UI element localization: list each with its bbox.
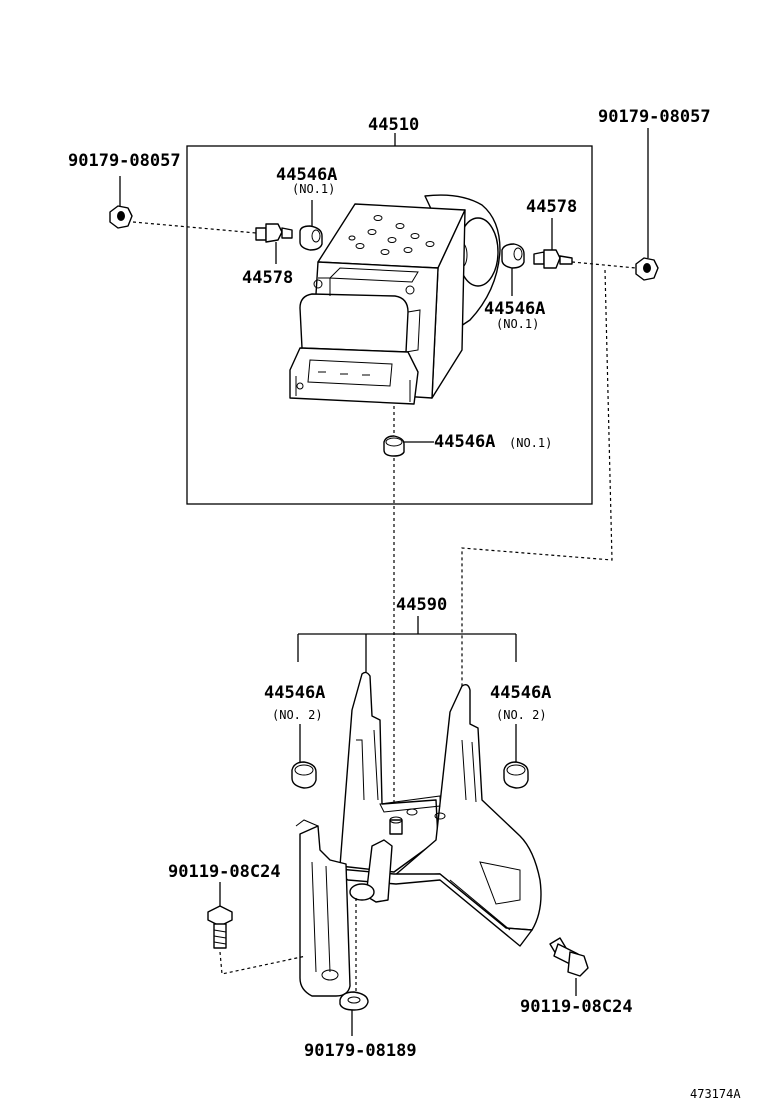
bolt-44578-left — [255, 223, 293, 243]
bolt-44578-right — [533, 249, 573, 269]
label-90179-08189: 90179-08189 — [304, 1041, 417, 1061]
grommet-44546a-bottom — [383, 435, 405, 457]
label-44578-right: 44578 — [526, 197, 577, 217]
nut-90179-08189 — [339, 991, 369, 1011]
label-44546a-no2-right-sub: (NO. 2) — [496, 708, 547, 722]
label-44546a-right: 44546A — [484, 299, 545, 319]
label-90179-08057-right: 90179-08057 — [598, 107, 711, 127]
brake-actuator-illustration — [289, 194, 501, 405]
grommet-44546a-top — [299, 225, 323, 251]
diagram-code: 473174A — [690, 1087, 741, 1101]
label-44546a-no2-left: 44546A — [264, 683, 325, 703]
label-44546a-no2-right: 44546A — [490, 683, 551, 703]
label-44546a-top-sub: (NO.1) — [292, 182, 335, 196]
label-44546a-bottom: 44546A — [434, 432, 495, 452]
label-90119-08c24-left: 90119-08C24 — [168, 862, 281, 882]
grommet-44546a-no2-right — [503, 761, 529, 789]
label-44578-left: 44578 — [242, 268, 293, 288]
label-44546a-no2-left-sub: (NO. 2) — [272, 708, 323, 722]
label-44510: 44510 — [368, 115, 419, 135]
label-44546a-bottom-sub: (NO.1) — [509, 436, 552, 450]
label-44546a-right-sub: (NO.1) — [496, 317, 539, 331]
label-90179-08057-left: 90179-08057 — [68, 151, 181, 171]
label-90119-08c24-right: 90119-08C24 — [520, 997, 633, 1017]
label-44590: 44590 — [396, 595, 447, 615]
nut-90179-08057-left — [109, 205, 133, 229]
nut-90179-08057-right — [635, 257, 659, 281]
bolt-90119-08c24-right — [549, 937, 589, 977]
label-44546a-top: 44546A — [276, 165, 337, 185]
grommet-44546a-right — [501, 243, 525, 269]
grommet-44546a-no2-left — [291, 761, 317, 789]
mounting-bracket-illustration — [295, 671, 542, 997]
bolt-90119-08c24-left — [207, 905, 233, 949]
actuator-assembly-frame — [186, 145, 593, 505]
